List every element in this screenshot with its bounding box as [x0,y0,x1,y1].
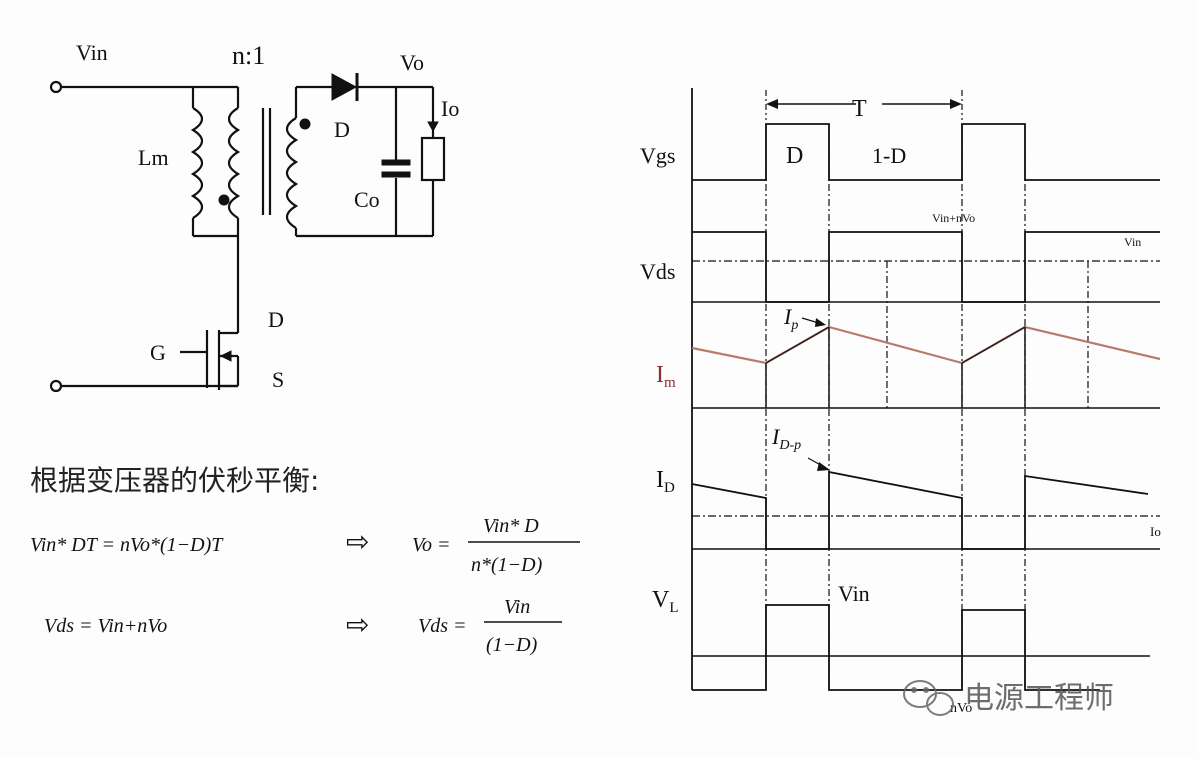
vds-label: Vds [640,259,675,284]
im-waveform [691,325,1161,365]
vin-terminal [49,80,63,94]
capacitor-plate-top [381,159,411,166]
lm-inductor [190,107,204,219]
diode-label: D [334,117,350,142]
source-label: S [272,367,284,392]
duty-label: D [786,143,803,169]
equation-2-denominator: (1−D) [486,634,538,656]
vgs-label: Vgs [640,143,675,168]
vds-peak-label: Vin+nVo [932,211,975,225]
gate-label: G [150,340,166,365]
id-waveform [691,470,1149,550]
vl-neg-label: nVo [950,701,972,716]
implies-arrow-1: ⇨ [346,527,369,558]
watermark: 电源工程师 [903,680,1114,716]
period-label: T [852,96,867,122]
ip-label: Ip [783,304,798,333]
ratio-label: n:1 [232,41,265,70]
flyback-circuit [49,80,446,393]
time-guides [765,124,1089,690]
vl-vin-label: Vin [838,581,870,606]
wechat-icon [903,680,954,716]
waveform-arrowheads [766,99,962,471]
circuit-filled-parts [218,73,439,362]
implies-arrow-2: ⇨ [346,610,369,641]
secondary-dot [299,118,311,130]
primary-winding [227,107,241,219]
im-label: Im [656,362,676,391]
vds-vin-label: Vin [1124,235,1141,249]
equation-1-lhs: Vo = [412,534,451,556]
vin-label: Vin [76,40,108,65]
waveform-panel [691,88,1161,691]
watermark-text: 电源工程师 [964,681,1114,716]
volt-second-heading: 根据变压器的伏秒平衡: [30,464,319,497]
capacitor-plate-bottom [381,171,411,178]
vl-label: VL [652,587,679,616]
equation-1-numerator: Vin* D [483,515,539,537]
off-duty-label: 1-D [872,143,906,168]
equation-2-numerator: Vin [504,596,530,618]
ground-terminal [49,379,63,393]
co-label: Co [354,187,380,212]
io-label: Io [441,96,459,121]
vds-waveform [692,231,1160,303]
lm-label: Lm [138,145,169,170]
primary-dot [218,194,230,206]
diode-triangle [331,73,358,101]
idp-label: ID-p [771,424,801,453]
vo-label: Vo [400,50,424,75]
equation-1-left: Vin* DT = nVo*(1−D)T [30,534,224,556]
secondary-winding [285,117,299,229]
io-level-label: Io [1150,524,1161,539]
equation-2-left: Vds = Vin+nVo [44,615,167,637]
drain-label: D [268,307,284,332]
equation-1-denominator: n*(1−D) [471,554,543,576]
equation-2-lhs: Vds = [418,615,467,637]
load-resistor [420,136,446,182]
vl-waveform [692,604,1100,691]
mosfet-arrow [219,350,232,362]
vgs-waveform [692,123,1160,181]
id-label: ID [656,467,675,496]
